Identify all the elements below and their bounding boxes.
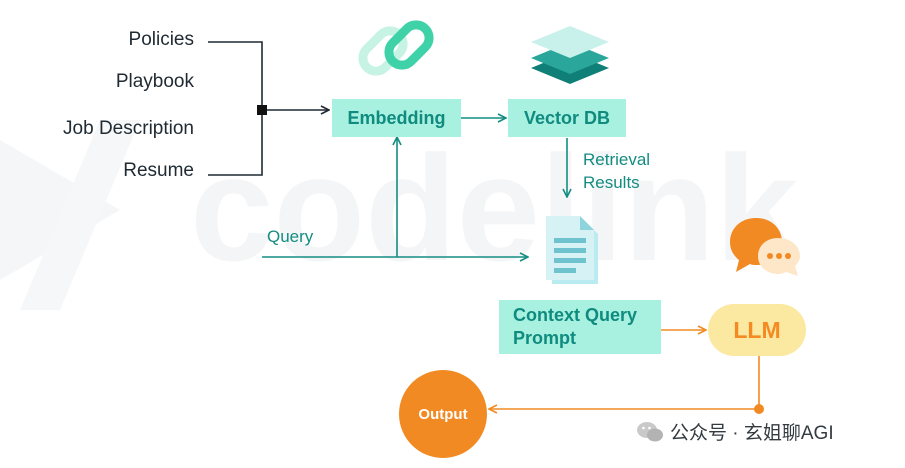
junction-node [257, 105, 267, 115]
codelink-watermark: codelink [0, 120, 799, 310]
query-label: Query [267, 227, 314, 246]
embedding-label: Embedding [347, 107, 446, 128]
llm-label: LLM [733, 316, 781, 343]
source-job-description: Job Description [63, 118, 194, 139]
arrow-llm-to-output [489, 356, 760, 409]
output-node: Output [399, 370, 487, 458]
source-bracket [208, 41, 329, 176]
source-resume: Resume [123, 160, 194, 181]
footer-watermark: 公众号 · 玄姐聊AGI [636, 418, 834, 445]
chain-link-icon [358, 20, 434, 76]
llm-output-junction [754, 404, 764, 414]
vector-db-label: Vector DB [523, 107, 611, 128]
llm-node: LLM [708, 304, 806, 356]
source-policies: Policies [128, 29, 194, 50]
document-icon [546, 216, 598, 284]
embedding-box: Embedding [332, 99, 461, 137]
watermark-logo-text: codelink [190, 124, 799, 292]
output-label: Output [418, 405, 468, 423]
chat-bubbles-icon [730, 218, 800, 276]
vector-db-box: Vector DB [508, 99, 626, 137]
source-playbook: Playbook [115, 71, 194, 92]
context-query-prompt-label: Context Query Prompt [513, 305, 638, 348]
footer-text: 公众号 · 玄姐聊AGI [670, 423, 834, 444]
retrieval-results-label: Retrieval Results [583, 150, 651, 192]
database-layers-icon [531, 26, 609, 84]
context-query-prompt-box: Context Query Prompt [499, 300, 661, 354]
wechat-icon [637, 421, 663, 441]
